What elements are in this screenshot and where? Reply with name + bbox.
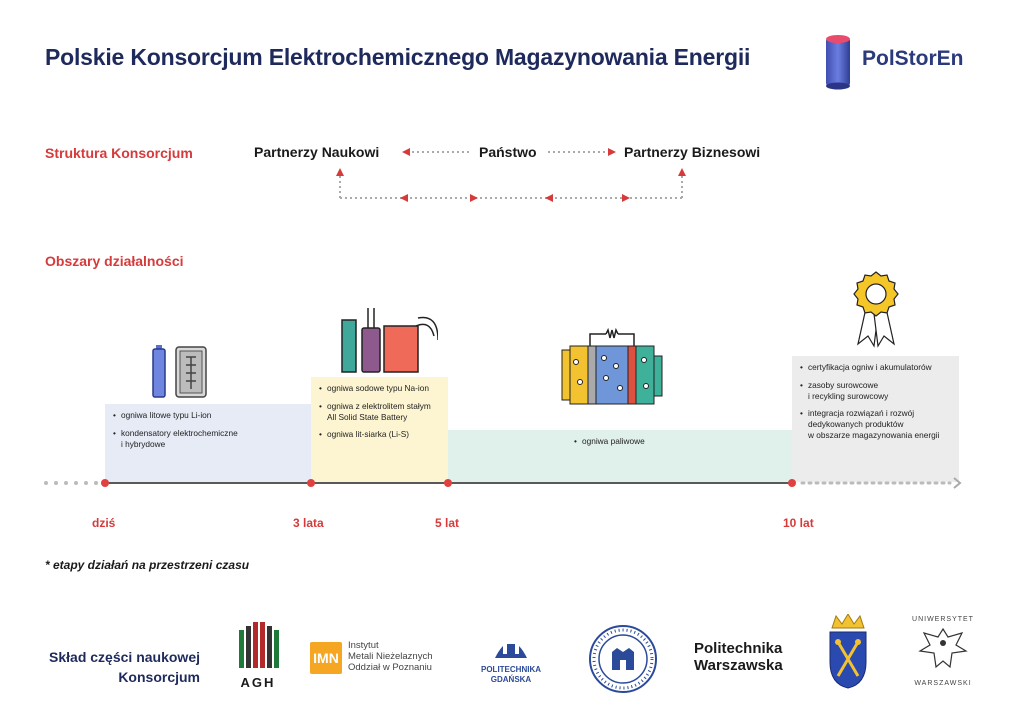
pg-line2: GDAŃSKA [490, 675, 532, 684]
page-title: Polskie Konsorcjum Elektrochemicznego Ma… [45, 44, 751, 70]
panel-item: ogniwa paliwowe [574, 436, 784, 447]
node-state: Państwo [479, 144, 537, 160]
tick-marker [788, 479, 796, 487]
tick-marker [307, 479, 315, 487]
agh-text: AGH [240, 675, 276, 690]
pw-line2: Warszawska [694, 657, 783, 674]
pg-logo: POLITECHNIKA GDAŃSKA [478, 630, 544, 686]
timeline-axis [44, 477, 962, 489]
structure-connectors [336, 148, 686, 202]
team-label: Skład części naukowej Konsorcjum [45, 647, 200, 687]
panel-item: ogniwa z elektrolitem stałym All Solid S… [319, 401, 440, 423]
tick-label-3-years: 3 lata [293, 516, 324, 530]
node-business-partners: Partnerzy Biznesowi [624, 144, 761, 160]
imn-line3: Oddział w Poznaniu [348, 662, 432, 673]
panel-item: ogniwa lit-siarka (Li-S) [319, 429, 440, 440]
tick-marker [444, 479, 452, 487]
panel-item: ogniwa sodowe typu Na-ion [319, 383, 440, 394]
tick-marker [101, 479, 109, 487]
award-rosette-icon [853, 271, 899, 348]
team-label-line2: Konsorcjum [118, 669, 200, 685]
jagiellonian-crest-icon [829, 614, 867, 689]
pw-line1: Politechnika [694, 640, 783, 657]
imn-badge-icon: IMN [310, 642, 342, 674]
agh-logo: AGH [236, 620, 280, 690]
panel-certification: certyfikacja ogniw i akumulatorów zasoby… [792, 356, 959, 482]
panel-fuel-cells: ogniwa paliwowe [448, 430, 792, 482]
pw-logo: Politechnika Warszawska [694, 640, 794, 674]
imn-logo: IMN Instytut Metali Nieżelaznych Oddział… [310, 640, 450, 680]
pg-line1: POLITECHNIKA [481, 665, 541, 674]
panel-item: integracja rozwiązań i rozwój dedykowany… [800, 408, 951, 440]
fuel-cell-icon [561, 327, 663, 405]
agh-emblem-icon [239, 622, 279, 668]
imn-line2: Metali Nieżelaznych [348, 651, 433, 662]
imn-line1: Instytut [348, 640, 379, 651]
tick-label-today: dziś [92, 516, 116, 530]
uw-eagle-icon [918, 627, 968, 669]
node-scientific-partners: Partnerzy Naukowi [254, 144, 380, 160]
structure-label: Struktura Konsorcjum [45, 145, 193, 161]
panel-item: ogniwa litowe typu Li-ion [113, 410, 303, 421]
team-label-line1: Skład części naukowej [49, 649, 200, 665]
timeline-footnote: * etapy działań na przestrzeni czasu [45, 558, 250, 572]
tick-label-5-years: 5 lat [435, 516, 460, 530]
tick-label-10-years: 10 lat [783, 516, 814, 530]
panel-na-ion: ogniwa sodowe typu Na-ion ogniwa z elekt… [311, 377, 448, 482]
areas-label: Obszary działalności [45, 253, 184, 269]
uw-logo: UNIWERSYTET WARSZAWSKI [906, 616, 980, 692]
li-ion-battery-icon [152, 345, 207, 398]
brand-name: PolStorEn [862, 47, 964, 70]
panel-item: zasoby surowcowe i recykling surowcowy [800, 380, 951, 402]
uw-top-text: UNIWERSYTET [912, 616, 974, 623]
battery-logo-icon [826, 35, 850, 90]
panel-item: certyfikacja ogniw i akumulatorów [800, 362, 951, 373]
panel-item: kondensatory elektrochemiczne i hybrydow… [113, 428, 303, 450]
panel-li-ion: ogniwa litowe typu Li-ion kondensatory e… [105, 404, 311, 482]
sodium-battery-icon [341, 308, 438, 373]
pg-emblem-icon [495, 642, 527, 658]
uw-bottom-text: WARSZAWSKI [914, 680, 972, 687]
poznan-university-seal-icon [589, 625, 657, 693]
